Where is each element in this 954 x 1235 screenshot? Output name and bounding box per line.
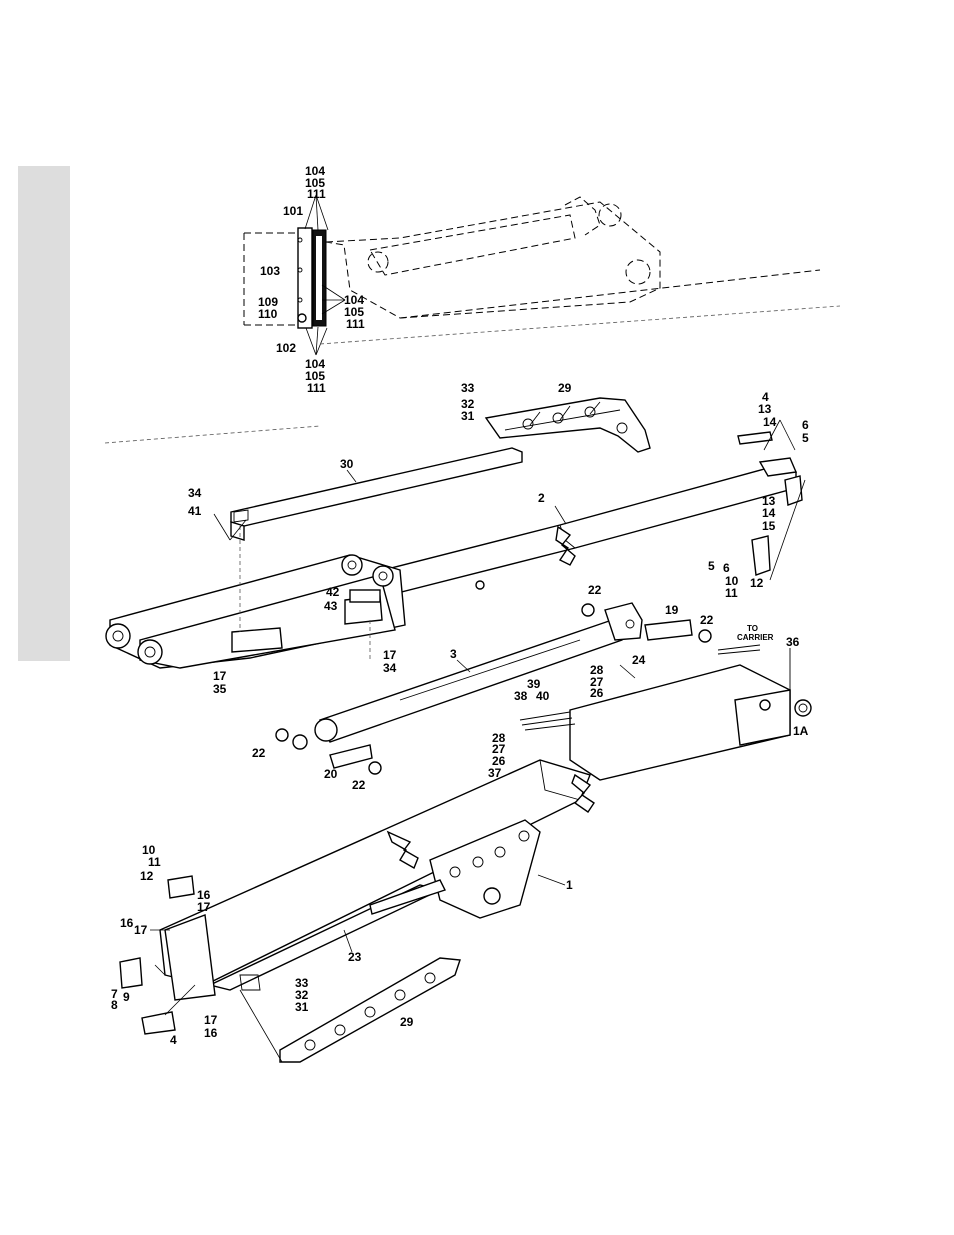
label-14a: 14	[763, 415, 777, 429]
label-12b: 12	[140, 869, 154, 883]
label-5a: 5	[802, 431, 809, 445]
label-24: 24	[632, 653, 646, 667]
label-29a: 29	[558, 381, 572, 395]
label-14b: 14	[762, 506, 776, 520]
label-11b: 11	[148, 855, 161, 869]
label-carrier: CARRIER	[737, 633, 774, 642]
label-36: 36	[786, 635, 800, 649]
label-1A: 1A	[793, 724, 809, 738]
label-30: 30	[340, 457, 354, 471]
label-31b: 31	[295, 1000, 309, 1014]
label-22d: 22	[352, 778, 366, 792]
label-16c: 16	[204, 1026, 218, 1040]
label-22b: 22	[700, 613, 714, 627]
label-4b: 4	[170, 1033, 177, 1047]
upper-boom-assembly	[106, 398, 805, 668]
label-11a: 11	[725, 586, 738, 600]
label-37: 37	[488, 766, 502, 780]
label-1: 1	[566, 878, 573, 892]
label-19: 19	[665, 603, 679, 617]
label-17b: 17	[213, 669, 227, 683]
label-22c: 22	[252, 746, 266, 760]
label-34b: 34	[383, 661, 397, 675]
label-29b: 29	[400, 1015, 414, 1029]
label-103: 103	[260, 264, 280, 278]
label-6a: 6	[802, 418, 809, 432]
label-41: 41	[188, 504, 202, 518]
label-31a: 31	[461, 409, 475, 423]
section-break-line-1	[320, 306, 840, 344]
label-5b: 5	[708, 559, 715, 573]
label-16b: 16	[120, 916, 134, 930]
label-111b: 111	[346, 317, 365, 331]
label-22a: 22	[588, 583, 602, 597]
label-43: 43	[324, 599, 338, 613]
label-17a: 17	[383, 648, 397, 662]
label-to: TO	[747, 624, 758, 633]
label-15: 15	[762, 519, 776, 533]
label-2: 2	[538, 491, 545, 505]
label-6b: 6	[723, 561, 730, 575]
label-38: 38	[514, 689, 528, 703]
label-34a: 34	[188, 486, 202, 500]
label-23: 23	[348, 950, 362, 964]
label-42: 42	[326, 585, 340, 599]
label-13a: 13	[758, 402, 772, 416]
label-111c: 111	[307, 381, 326, 395]
label-35: 35	[213, 682, 227, 696]
label-110: 110	[258, 307, 278, 321]
label-102: 102	[276, 341, 296, 355]
label-8: 8	[111, 998, 118, 1012]
label-12a: 12	[750, 576, 764, 590]
label-26a: 26	[590, 686, 604, 700]
label-9: 9	[123, 990, 130, 1004]
label-20: 20	[324, 767, 338, 781]
label-33a: 33	[461, 381, 475, 395]
label-17e: 17	[204, 1013, 218, 1027]
lower-boom-assembly	[120, 645, 811, 1062]
label-111a: 111	[307, 187, 326, 201]
label-3: 3	[450, 647, 457, 661]
label-17d: 17	[134, 923, 148, 937]
label-17c: 17	[197, 900, 211, 914]
label-101: 101	[283, 204, 303, 218]
label-40: 40	[536, 689, 550, 703]
section-break-line-2	[105, 426, 320, 443]
hinge-plate-inset	[244, 195, 820, 355]
